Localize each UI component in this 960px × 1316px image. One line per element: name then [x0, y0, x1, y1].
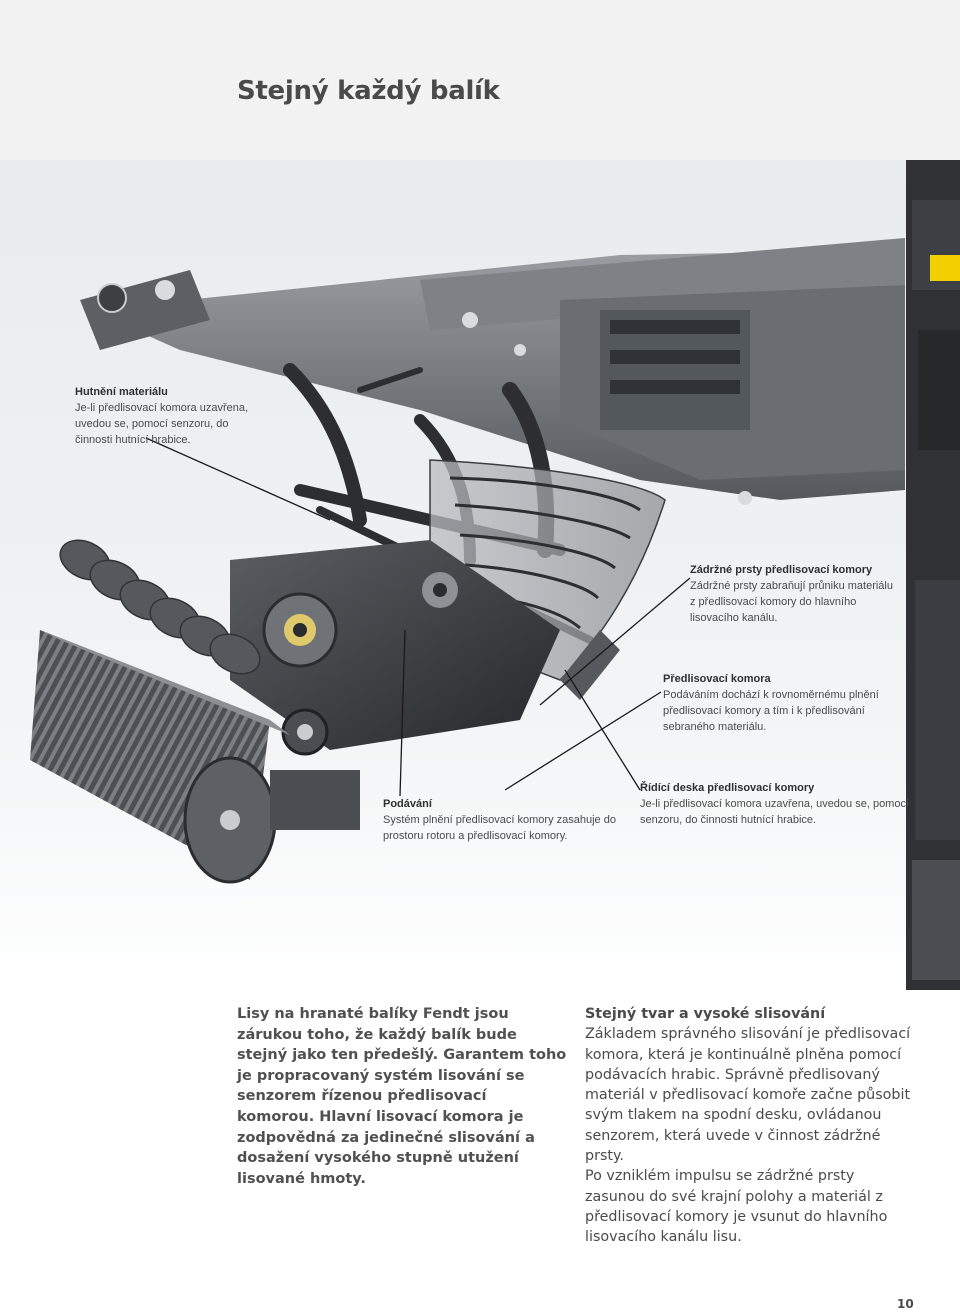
rotor-housing: [230, 540, 560, 756]
callout-ridici: Řídící deska předlisovací komory Je-li p…: [640, 780, 910, 828]
detail-section: Stejný tvar a vysoké slisování Základem …: [585, 1004, 915, 1248]
right-frame: [906, 160, 960, 990]
page-title: Stejný každý balík: [237, 76, 500, 106]
leader-lines: [145, 437, 691, 797]
section-paragraph-2: Po vzniklém impulsu se zádržné prsty zas…: [585, 1168, 888, 1246]
callout-title: Zádržné prsty předlisovací komory: [690, 564, 873, 576]
pickup-drum: [30, 630, 360, 884]
callout-body: Je-li předlisovací komora uzavřena, uved…: [640, 798, 910, 826]
callout-title: Hutnění materiálu: [75, 386, 168, 398]
callout-podavani: Podávání Systém plnění předlisovací komo…: [383, 796, 623, 844]
main-channel: [80, 238, 905, 505]
section-paragraph-1: Základem správného slisování je předliso…: [585, 1026, 911, 1165]
section-heading: Stejný tvar a vysoké slisování: [585, 1006, 826, 1022]
header-band: Stejný každý balík: [0, 0, 960, 160]
callout-body: Je-li předlisovací komora uzavřena, uved…: [75, 402, 249, 446]
callout-title: Předlisovací komora: [663, 673, 771, 685]
callout-body: Systém plnění předlisovací komory zasahu…: [383, 814, 616, 842]
callout-zadrzne: Zádržné prsty předlisovací komory Zádržn…: [690, 562, 900, 626]
auger-screw: [59, 539, 261, 675]
page-number: 10: [897, 1297, 914, 1311]
callout-body: Podáváním dochází k rovnoměrnému plnění …: [663, 689, 879, 733]
callout-predlisovaci: Předlisovací komora Podáváním dochází k …: [663, 671, 888, 735]
callout-body: Zádržné prsty zabraňují průniku materiál…: [690, 580, 893, 624]
callout-hutneni: Hutnění materiálu Je-li předlisovací kom…: [75, 384, 265, 448]
callout-title: Podávání: [383, 798, 432, 810]
intro-paragraph: Lisy na hranaté balíky Fendt jsou záruko…: [237, 1006, 567, 1187]
baler-illustration: Hutnění materiálu Je-li předlisovací kom…: [0, 160, 960, 990]
callout-title: Řídící deska předlisovací komory: [640, 782, 815, 794]
baler-mechanism-drawing: [30, 160, 960, 990]
